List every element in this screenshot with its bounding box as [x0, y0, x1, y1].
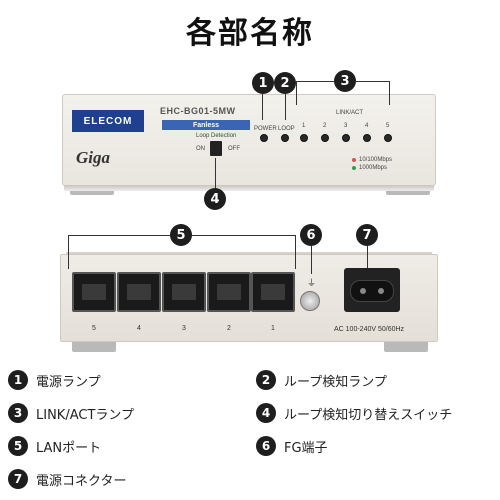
legend-item-4: 4 ループ検知切り替えスイッチ — [256, 403, 452, 423]
page-title: 各部名称 — [186, 16, 314, 51]
legend-badge-7: 7 — [8, 469, 28, 489]
bracket-3-left-down — [296, 81, 297, 105]
giga-logo: Giga — [76, 148, 110, 167]
legend-badge-1: 1 — [8, 370, 28, 390]
brand-logo: ELECOM — [72, 110, 144, 132]
lan-port-3[interactable] — [162, 272, 206, 312]
ground-icon: ⏚ — [307, 279, 317, 289]
bracket-5-left-down — [68, 235, 69, 269]
legend-badge-2: 2 — [256, 370, 276, 390]
front-panel — [62, 94, 436, 186]
bracket-5-right — [192, 235, 296, 236]
loop-detection-switch[interactable] — [210, 141, 222, 156]
port-number-4: 4 — [137, 325, 141, 332]
badge-4: 4 — [204, 188, 226, 210]
legend-item-1: 1 電源ランプ — [8, 370, 101, 390]
legend-label-7: 電源コネクター — [36, 473, 127, 489]
legend-item-7: 7 電源コネクター — [8, 469, 126, 489]
legend-item-3: 3 LINK/ACTランプ — [8, 403, 134, 423]
badge-3: 3 — [334, 70, 356, 92]
badge-6: 6 — [300, 224, 322, 246]
port-number-5: 5 — [92, 325, 96, 332]
badge-7: 7 — [356, 224, 378, 246]
loop-detection-label: Loop Detection — [196, 133, 237, 139]
switch-on-label: ON — [196, 146, 205, 152]
lan-port-5[interactable] — [72, 272, 116, 312]
legend-item-5: 5 LANポート — [8, 436, 101, 456]
power-led-label: POWER — [254, 126, 277, 132]
legend-badge-4: 4 — [256, 403, 276, 423]
rear-right-foot — [384, 340, 428, 352]
fg-terminal[interactable] — [300, 291, 320, 311]
leader-line-2 — [285, 94, 286, 120]
lan-port-4[interactable] — [117, 272, 161, 312]
model-number: EHC-BG01-5MW — [160, 106, 236, 116]
port-number-1: 1 — [271, 325, 275, 332]
led-number-5: 5 — [386, 123, 390, 129]
leader-line-6 — [311, 246, 312, 274]
bracket-3-right — [356, 81, 390, 82]
port-number-2: 2 — [227, 325, 231, 332]
legend-label-5: LANポート — [36, 440, 102, 456]
speed-10-100-label: 10/100Mbps — [359, 157, 393, 163]
legend-label-3: LINK/ACTランプ — [36, 407, 134, 423]
link-act-led-5 — [384, 134, 392, 142]
ac-rating-label: AC 100-240V 50/60Hz — [334, 326, 405, 333]
link-act-led-2 — [321, 134, 329, 142]
loop-led — [281, 134, 289, 142]
led-number-2: 2 — [323, 123, 327, 129]
badge-2: 2 — [274, 72, 296, 94]
lan-port-1[interactable] — [251, 272, 295, 312]
legend-badge-5: 5 — [8, 436, 28, 456]
front-panel-base — [64, 185, 434, 191]
speed-1000-label: 1000Mbps — [359, 165, 388, 171]
link-act-label: LINK/ACT — [336, 110, 364, 116]
bracket-5-right-down — [295, 235, 296, 269]
legend-badge-3: 3 — [8, 403, 28, 423]
speed-red-dot — [352, 158, 356, 162]
fanless-label: Fanless — [162, 120, 250, 130]
legend-label-2: ループ検知ランプ — [284, 374, 387, 390]
loop-led-label: LOOP — [278, 126, 295, 132]
legend-label-4: ループ検知切り替えスイッチ — [284, 407, 453, 423]
port-number-3: 3 — [182, 325, 186, 332]
lan-port-2[interactable] — [207, 272, 251, 312]
bracket-3-right-down — [389, 81, 390, 105]
switch-off-label: OFF — [228, 146, 240, 152]
leader-line-7 — [367, 246, 368, 268]
link-act-led-1 — [300, 134, 308, 142]
rear-left-foot — [72, 340, 116, 352]
power-pin-right — [378, 288, 384, 294]
bracket-3-left — [296, 81, 334, 82]
legend-label-6: FG端子 — [284, 440, 328, 456]
speed-green-dot — [352, 166, 356, 170]
leader-line-4 — [215, 158, 216, 188]
led-number-4: 4 — [365, 123, 369, 129]
legend-badge-6: 6 — [256, 436, 276, 456]
power-connector-socket — [350, 280, 394, 302]
led-number-3: 3 — [344, 123, 348, 129]
power-led — [260, 134, 268, 142]
led-number-1: 1 — [302, 123, 306, 129]
badge-1: 1 — [252, 72, 274, 94]
link-act-led-3 — [342, 134, 350, 142]
link-act-led-4 — [363, 134, 371, 142]
legend-item-6: 6 FG端子 — [256, 436, 328, 456]
power-pin-left — [360, 288, 366, 294]
badge-5: 5 — [170, 224, 192, 246]
bracket-5-left — [68, 235, 170, 236]
leader-line-1 — [262, 94, 263, 120]
legend-item-2: 2 ループ検知ランプ — [256, 370, 387, 390]
legend-label-1: 電源ランプ — [36, 374, 101, 390]
